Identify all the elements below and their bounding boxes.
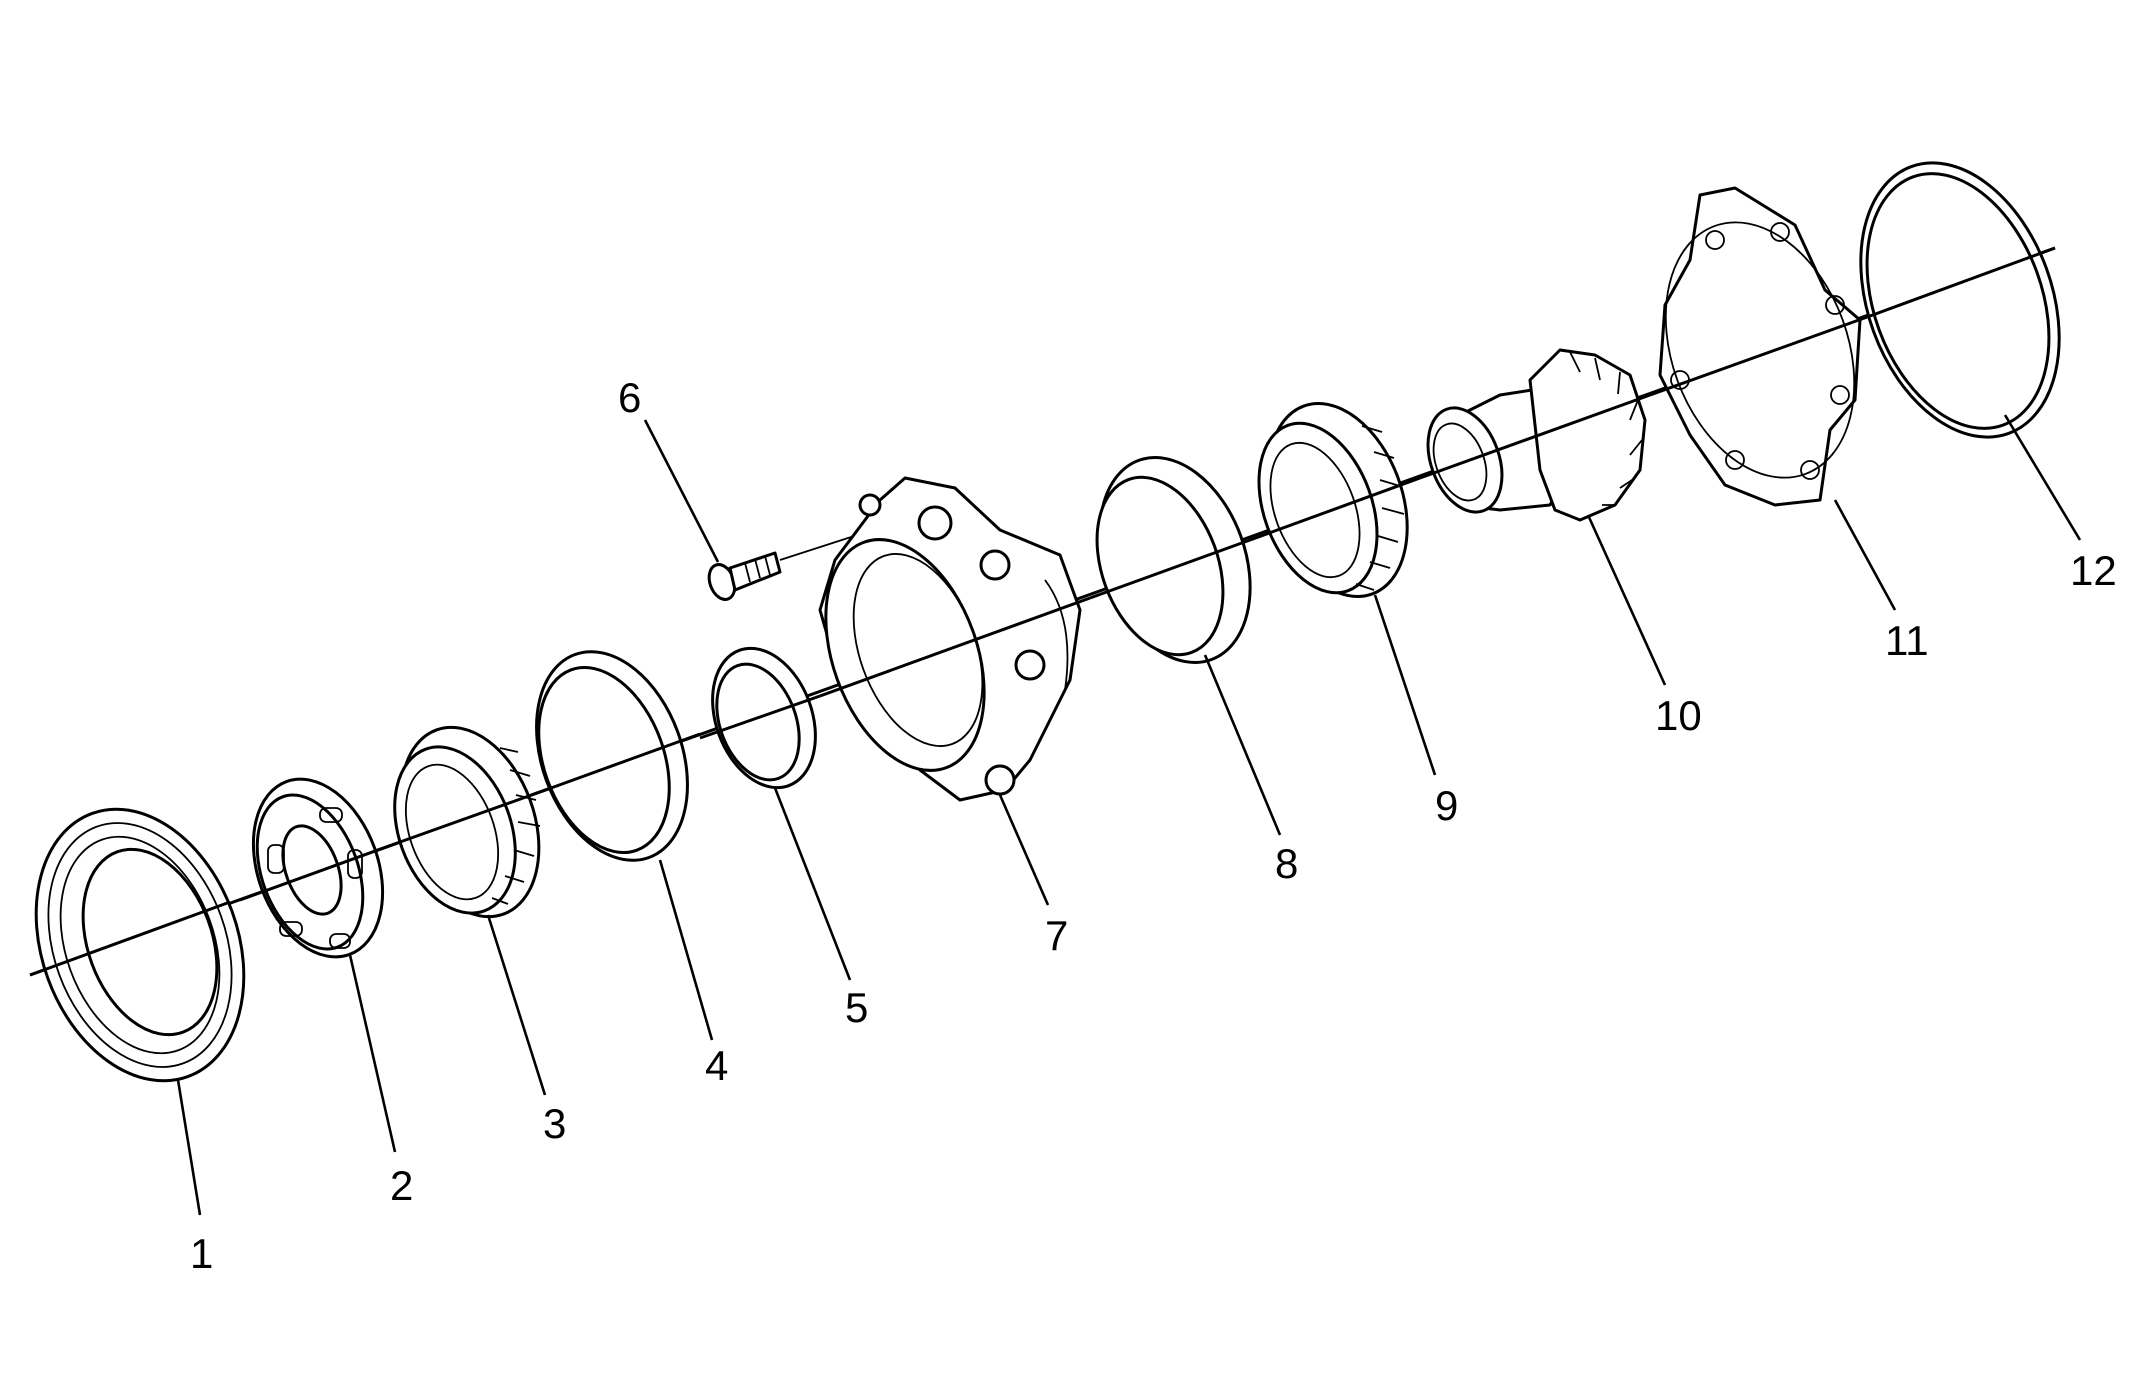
callout-11: 11 — [1885, 617, 1929, 664]
leader-2 — [348, 954, 397, 1153]
leader-12 — [2003, 414, 2082, 541]
part-5-race-ring[interactable] — [694, 634, 833, 802]
leader-1 — [176, 1079, 202, 1216]
leader-9 — [1373, 594, 1437, 776]
leader-8 — [1203, 654, 1282, 836]
part-8-bearing-cup[interactable] — [1073, 436, 1277, 683]
callout-labels: 1 2 3 4 5 6 7 8 9 10 11 12 — [190, 374, 2117, 1277]
part-12-o-ring[interactable] — [1825, 135, 2095, 465]
part-2-bearing-plate[interactable] — [230, 761, 406, 975]
leader-6 — [643, 419, 720, 563]
callout-12: 12 — [2070, 547, 2117, 594]
leader-10 — [1586, 514, 1667, 686]
callout-4: 4 — [705, 1042, 728, 1089]
part-3-tapered-roller-bearing[interactable] — [373, 708, 564, 936]
leader-7 — [998, 794, 1050, 906]
callout-6: 6 — [618, 374, 641, 421]
part-1-seal[interactable] — [0, 780, 280, 1110]
part-11-gasket[interactable] — [1632, 186, 1888, 507]
callout-3: 3 — [543, 1100, 566, 1147]
part-9-tapered-roller-bearing[interactable] — [1237, 384, 1432, 616]
callout-8: 8 — [1275, 840, 1298, 887]
part-4-bearing-cup[interactable] — [509, 631, 714, 882]
leader-11 — [1833, 499, 1897, 611]
callout-5: 5 — [845, 984, 868, 1031]
part-7-housing[interactable] — [796, 476, 1091, 802]
leader-3 — [486, 914, 547, 1096]
leader-lines — [176, 414, 2082, 1216]
callout-7: 7 — [1045, 912, 1068, 959]
callout-9: 9 — [1435, 782, 1458, 829]
part-10-pinion-gear[interactable] — [1415, 348, 1651, 522]
callout-1: 1 — [190, 1230, 213, 1277]
callout-10: 10 — [1655, 692, 1702, 739]
leader-4 — [658, 859, 714, 1041]
leader-5 — [773, 787, 852, 981]
callout-2: 2 — [390, 1162, 413, 1209]
